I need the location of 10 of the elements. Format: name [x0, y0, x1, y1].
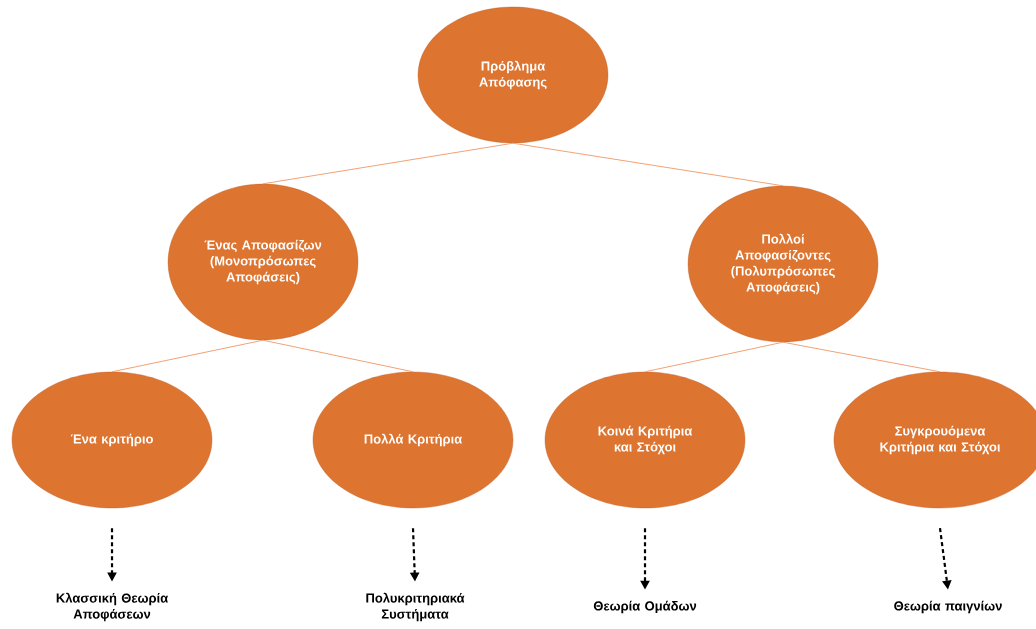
outcome-label: Πολυκριτηριακά Συστήματα [366, 592, 465, 622]
outcome-label: Θεωρία παιγνίων [894, 600, 1002, 614]
outcome-label: Θεωρία Ομάδων [593, 600, 697, 614]
connector-line [111, 339, 264, 373]
connector-line [644, 341, 784, 373]
connector-line [262, 142, 514, 185]
connector-line [782, 341, 941, 373]
connector-line [262, 339, 414, 373]
outcome-label: Κλασσική Θεωρία Αποφάσεων [56, 592, 169, 622]
connector-line [512, 142, 784, 187]
